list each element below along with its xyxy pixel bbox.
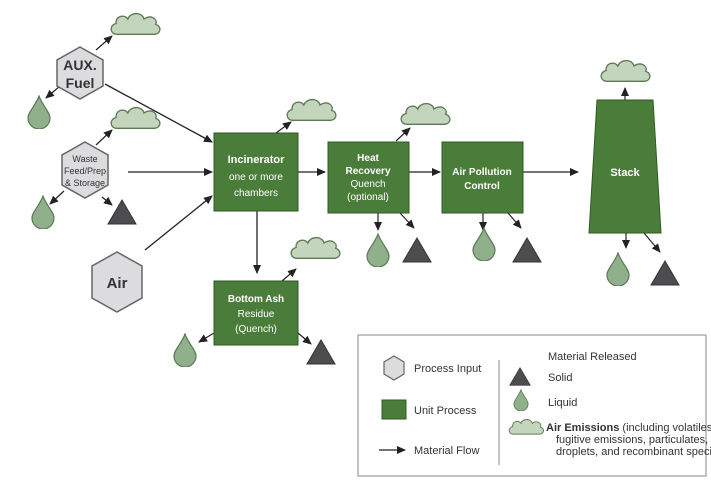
legend-unit-process-icon — [381, 399, 407, 420]
aux-fuel-input: AUX. Fuel — [56, 46, 104, 100]
bottom-ash-line1: Bottom Ash — [228, 294, 284, 305]
aux-fuel-label-1: AUX. — [63, 57, 96, 73]
liquid-drop-icon — [27, 95, 51, 129]
bottom-ash-line3: (Quench) — [235, 324, 277, 335]
cloud-icon — [600, 59, 651, 82]
waste-label-3: & Storage — [65, 178, 105, 188]
heat-recovery-line1: Heat — [357, 153, 379, 164]
liquid-releases — [27, 95, 630, 367]
bottom-ash-box: Bottom Ash Residue (Quench) — [213, 280, 299, 346]
liquid-drop-icon — [606, 252, 630, 286]
legend-air-emissions-bold: Air Emissions — [546, 422, 619, 434]
legend-process-input: Process Input — [414, 363, 481, 375]
air-input: Air — [91, 251, 143, 313]
waste-feed-input: Waste Feed/Prep & Storage — [61, 141, 109, 199]
liquid-drop-icon — [173, 333, 197, 367]
apc-box: Air Pollution Control — [441, 141, 524, 214]
liquid-drop-icon — [472, 227, 496, 261]
bottom-ash-line2: Residue — [238, 309, 275, 320]
cloud-icon — [286, 98, 337, 121]
legend: Material Released Process Input Unit Pro… — [357, 334, 711, 477]
heat-recovery-line3: Quench — [350, 179, 385, 190]
heat-recovery-box: Heat Recovery Quench (optional) — [327, 141, 410, 214]
flow-air-to-incinerator — [144, 195, 213, 251]
waste-label-1: Waste — [72, 154, 97, 164]
legend-material-flow: Material Flow — [414, 445, 479, 457]
solid-triangle-icon — [402, 237, 432, 263]
solid-triangle-icon — [650, 260, 680, 286]
incinerator-title: Incinerator — [228, 154, 286, 166]
air-emission-clouds — [110, 12, 651, 259]
liquid-drop-icon — [366, 233, 390, 267]
cloud-icon — [400, 102, 451, 125]
liquid-drop-icon — [31, 195, 55, 229]
legend-air-emissions-rest: (including volatiles, — [619, 422, 711, 434]
apc-line1: Air Pollution — [452, 167, 511, 178]
incinerator-line3: chambers — [234, 188, 278, 199]
solid-triangle-icon — [107, 199, 137, 225]
solid-triangle-icon — [512, 237, 542, 263]
legend-liquid: Liquid — [548, 397, 577, 409]
cloud-icon — [110, 12, 161, 35]
air-label: Air — [107, 275, 128, 292]
legend-air-emissions-line2: fugitive emissions, particulates, — [556, 434, 708, 446]
legend-air-emissions-line1: Air Emissions (including volatiles, — [546, 422, 711, 434]
release-arrows — [45, 35, 661, 345]
cloud-icon — [290, 236, 341, 259]
legend-title: Material Released — [548, 351, 637, 363]
incinerator-line2: one or more — [229, 172, 283, 183]
stack-box: Stack — [588, 99, 662, 234]
material-flow-arrows — [104, 83, 579, 274]
stack-label: Stack — [610, 167, 640, 179]
cloud-icon — [110, 106, 161, 129]
legend-hexagon-icon — [383, 355, 405, 381]
waste-label-2: Feed/Prep — [64, 166, 106, 176]
legend-air-emissions-line3: droplets, and recombinant species) — [556, 446, 711, 458]
aux-fuel-label-2: Fuel — [66, 75, 95, 91]
incinerator-box: Incinerator one or more chambers — [213, 132, 299, 212]
apc-line2: Control — [464, 181, 500, 192]
heat-recovery-line2: Recovery — [345, 166, 390, 177]
heat-recovery-line4: (optional) — [347, 192, 389, 203]
flow-aux-to-incinerator — [104, 83, 213, 143]
legend-solid: Solid — [548, 372, 572, 384]
legend-unit-process: Unit Process — [414, 405, 477, 417]
